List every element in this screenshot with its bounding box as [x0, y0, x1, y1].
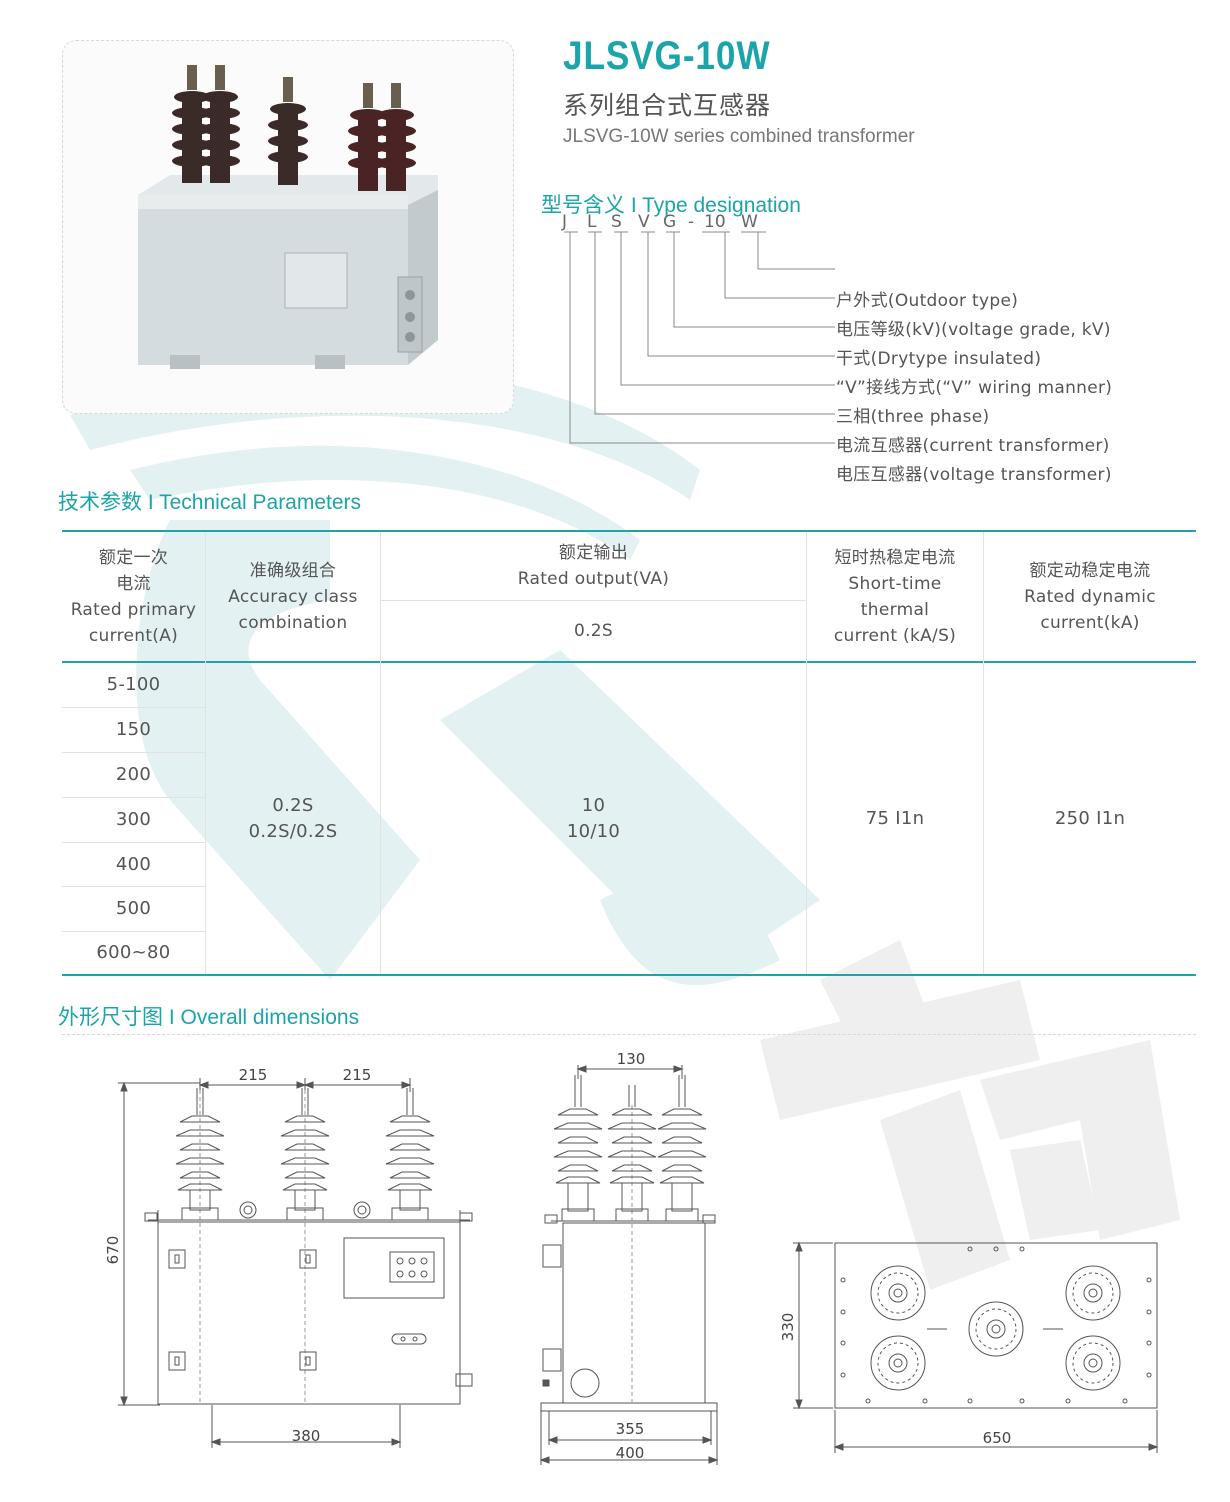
dim-side-outer: 400	[616, 1444, 645, 1462]
meaning-current-transformer: 电流互感器(current transformer)	[836, 436, 1110, 456]
product-name-en: JLSVG-10W series combined transformer	[563, 126, 915, 147]
front-view-drawing: 215 215 670 380	[104, 1066, 473, 1448]
meaning-voltage-grade: 电压等级(kV)(voltage grade, kV)	[836, 320, 1111, 340]
product-photo	[138, 65, 438, 369]
header-short-time-current: 短时热稳定电流 Short-time thermal current (kA/S…	[833, 547, 957, 646]
current-row-6: 500	[115, 898, 152, 919]
dim-top-width: 650	[983, 1429, 1012, 1447]
dim-top-depth: 330	[779, 1313, 797, 1342]
table-header-rule	[62, 661, 1196, 663]
code-letter-v: V	[638, 212, 650, 232]
dim-front-base: 380	[292, 1427, 321, 1445]
code-letter-l: L	[587, 212, 597, 232]
meaning-v-wiring: “V”接线方式(“V” wiring manner)	[836, 378, 1113, 398]
top-view-drawing: 330 650	[779, 1241, 1159, 1453]
current-row-5: 400	[115, 853, 152, 875]
meaning-outdoor: 户外式(Outdoor type)	[836, 291, 1019, 311]
header-accuracy-class: 准确级组合 Accuracy class combination	[228, 560, 358, 633]
product-model-title: JLSVG-10W	[563, 34, 771, 78]
meaning-voltage-transformer: 电压互感器(voltage transformer)	[836, 465, 1112, 485]
overall-dimensions-heading: 外形尺寸图 I Overall dimensions	[58, 1006, 360, 1029]
code-letter-j: J	[562, 212, 568, 232]
meaning-three-phase: 三相(three phase)	[836, 407, 990, 427]
dim-front-spacing-left: 215	[239, 1066, 268, 1084]
table-bottom-rule	[62, 974, 1196, 976]
code-letter-g: G	[663, 212, 677, 232]
dynamic-value: 250 I1n	[1054, 807, 1126, 829]
header-rated-output: 额定输出 Rated output(VA)	[517, 543, 670, 589]
side-view-drawing: 130 355 400	[539, 1050, 719, 1465]
meaning-drytype: 干式(Drytype insulated)	[836, 349, 1042, 369]
current-row-4: 300	[115, 809, 152, 830]
product-name-cn: 系列组合式互感器	[563, 91, 772, 120]
code-letter-s: S	[611, 212, 622, 232]
table-top-rule	[62, 530, 1196, 532]
current-row-3: 200	[115, 764, 152, 785]
current-row-7: 600~80	[96, 942, 171, 963]
current-row-1: 5-100	[106, 674, 161, 695]
current-row-2: 150	[115, 719, 152, 740]
short-time-value: 75 I1n	[865, 807, 925, 829]
dim-side-inner: 355	[616, 1420, 645, 1438]
code-letter-10: 10	[704, 212, 726, 232]
header-dynamic-current: 额定动稳定电流 Rated dynamic current(kA)	[1024, 560, 1156, 633]
dim-front-height: 670	[104, 1236, 122, 1265]
code-letter-dash: -	[688, 212, 695, 232]
header-rated-primary-current: 额定一次 电流 Rated primary current(A)	[70, 547, 197, 646]
output-value: 10 10/10	[566, 794, 621, 842]
header-rated-output-class: 0.2S	[573, 621, 614, 641]
dim-side-top: 130	[617, 1050, 646, 1068]
code-letter-w: W	[741, 212, 758, 232]
dim-front-spacing-right: 215	[343, 1066, 372, 1084]
technical-parameters-heading: 技术参数 I Technical Parameters	[58, 491, 362, 514]
designation-leader-lines	[564, 231, 835, 444]
type-designation-heading: 型号含义 I Type designation	[541, 194, 801, 217]
accuracy-value: 0.2S 0.2S/0.2S	[248, 794, 338, 842]
